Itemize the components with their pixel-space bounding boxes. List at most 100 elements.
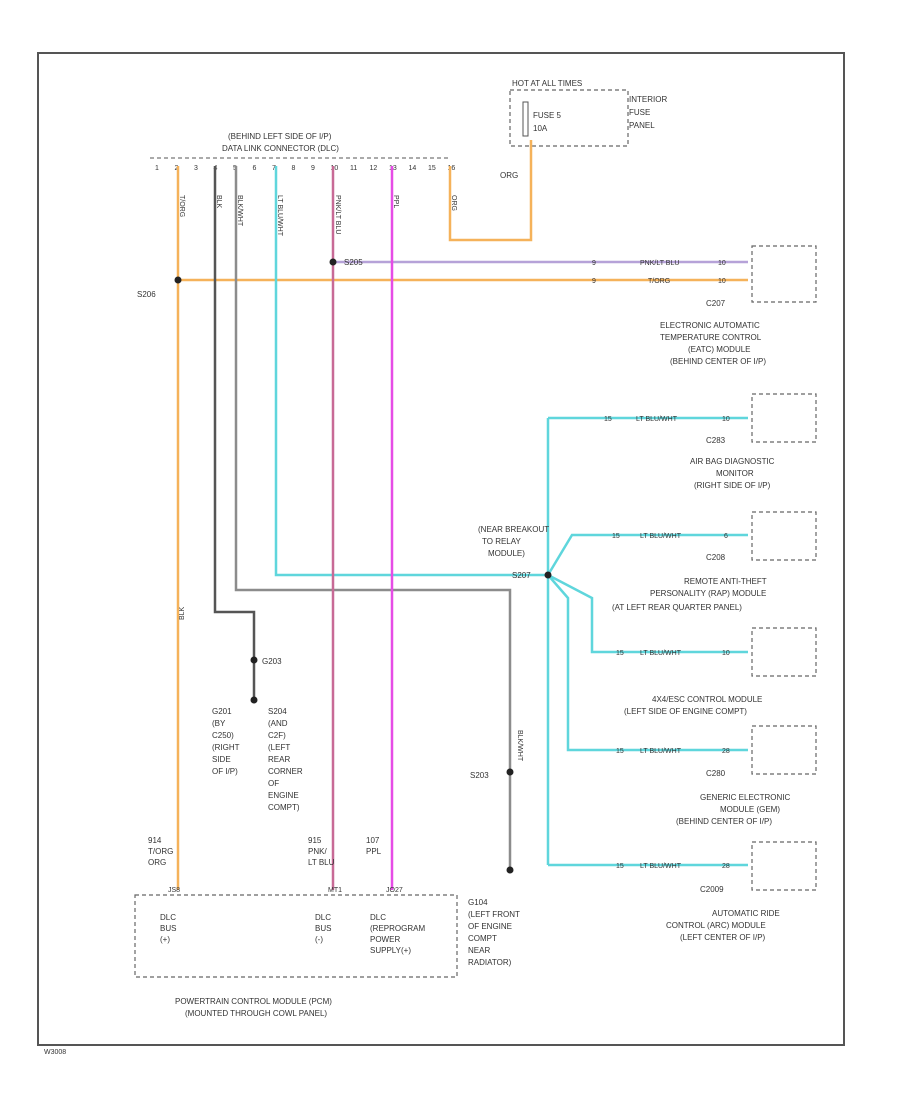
label-s205: S205: [344, 258, 363, 267]
g201-line-5: OF I/P): [212, 767, 238, 776]
fuse-box: HOT AT ALL TIMES FUSE 5 10A INTERIOR FUS…: [500, 79, 667, 180]
wire-gray-ground: [234, 166, 512, 870]
ground-g201-dot: [250, 696, 258, 704]
dlc-pin-16: 16: [448, 165, 456, 172]
ground-g104-dot: [506, 866, 514, 874]
c207-pin-left-2: 9: [592, 278, 596, 285]
s204-line-4: REAR: [268, 755, 290, 764]
b4-mod-3: (BEHIND CENTER OF I/P): [676, 817, 772, 826]
fuse-amp: 10A: [533, 124, 548, 133]
pcm-pin-1-line-2: LT BLU: [308, 858, 335, 867]
c207-wire-pnk: PNK/LT BLU: [640, 260, 679, 267]
b5-mod-3: (LEFT CENTER OF I/P): [680, 933, 766, 942]
label-s206: S206: [137, 290, 156, 299]
rap-module-box: [751, 511, 817, 561]
b3-wire: LT BLU/WHT: [640, 650, 682, 657]
pcm-right-0: DLC: [370, 913, 386, 922]
b1-connector: C283: [706, 436, 726, 445]
splice-g201-dot: [250, 656, 258, 664]
panel-line-1: INTERIOR: [629, 95, 667, 104]
wire-cyan-b2: [546, 533, 748, 576]
b4-mod-2: MODULE (GEM): [720, 805, 780, 814]
pcm-mid-0: DLC: [315, 913, 331, 922]
pcm-right-2: POWER: [370, 935, 400, 944]
b4-pin-l: 15: [616, 748, 624, 755]
dlc-header: (BEHIND LEFT SIDE OF I/P) DATA LINK CONN…: [150, 132, 457, 237]
pcm-pin-0-line-2: ORG: [148, 858, 166, 867]
pcm-left-2: (+): [160, 935, 170, 944]
c207-group: 9 PNK/LT BLU 10 9 T/ORG 10 C207 ELECTRON…: [592, 245, 817, 366]
label-s203: S203: [470, 771, 489, 780]
s204-label-block: S204(ANDC2F)(LEFTREARCORNEROFENGINECOMPT…: [268, 707, 303, 812]
b4-connector: C280: [706, 769, 726, 778]
b5-connector: C2009: [700, 885, 724, 894]
relay-note: (NEAR BREAKOUT TO RELAY MODULE): [478, 525, 549, 558]
splice-s205-dot: [329, 258, 337, 266]
g201-line-2: C250): [212, 731, 234, 740]
wire-black-ground: [213, 166, 256, 700]
pcm-pin-num-1: MT1: [328, 887, 342, 894]
dlc-wire-label: PNK/LT BLU: [334, 195, 341, 234]
s204-line-0: S204: [268, 707, 287, 716]
etc-line-2: TEMPERATURE CONTROL: [660, 333, 762, 342]
dlc-wire-label: T/ORG: [178, 195, 185, 217]
b1-mod-1: AIR BAG DIAGNOSTIC: [690, 457, 775, 466]
dlc-pin-7: 7: [272, 165, 276, 172]
b1-pin-l: 15: [604, 416, 612, 423]
g104-line-2: OF ENGINE: [468, 922, 512, 931]
g104-line-4: NEAR: [468, 946, 490, 955]
gem-module-box: [751, 725, 817, 775]
fuse-label: FUSE 5: [533, 111, 562, 120]
b1-mod-3: (RIGHT SIDE OF I/P): [694, 481, 771, 490]
pcm-right-3: SUPPLY(+): [370, 946, 411, 955]
pcm-mid-2: (-): [315, 935, 323, 944]
wire-label-blk-vert: BLK: [179, 606, 186, 620]
pcm-pin-0-line-1: T/ORG: [148, 847, 173, 856]
s204-line-2: C2F): [268, 731, 286, 740]
pcm-left-0: DLC: [160, 913, 176, 922]
b2-mod-1: REMOTE ANTI-THEFT: [684, 577, 767, 586]
panel-line-2: FUSE: [629, 108, 650, 117]
fuse-icon: [522, 101, 529, 137]
c207-pin-left-1: 9: [592, 260, 596, 267]
b4-mod-1: GENERIC ELECTRONIC: [700, 793, 790, 802]
pcm-pin-2-line-0: 107: [366, 836, 380, 845]
b1-wire: LT BLU/WHT: [636, 416, 678, 423]
fuse-top-label: HOT AT ALL TIMES: [512, 79, 582, 88]
b2-pin-l: 15: [612, 533, 620, 540]
cyan-branch-5: 15 LT BLU/WHT 28 C2009 AUTOMATIC RIDE CO…: [616, 841, 817, 942]
dlc-pin-2: 2: [175, 165, 179, 172]
s204-line-6: OF: [268, 779, 279, 788]
cyan-branch-4: 15 LT BLU/WHT 28 C280 GENERIC ELECTRONIC…: [616, 725, 817, 826]
dlc-title-2: DATA LINK CONNECTOR (DLC): [222, 144, 339, 153]
pcm-pin-0-line-0: 914: [148, 836, 162, 845]
esc-module-box: [751, 627, 817, 677]
dlc-pin-9: 9: [311, 165, 315, 172]
c207-pin-right-1: 10: [718, 260, 726, 267]
dlc-pin-10: 10: [331, 165, 339, 172]
splice-s203-dot: [506, 768, 514, 776]
dlc-wire-label: PPL: [392, 195, 399, 208]
b5-mod-1: AUTOMATIC RIDE: [712, 909, 780, 918]
b3-mod-1: 4X4/ESC CONTROL MODULE: [652, 695, 762, 704]
b1-pin-r: 10: [722, 416, 730, 423]
s204-line-5: CORNER: [268, 767, 303, 776]
dlc-wire-label: BLK: [215, 195, 222, 209]
splice-s206-dot: [174, 276, 182, 284]
wire-label-blkwht-vert: BLK/WHT: [516, 730, 523, 762]
wires: [176, 140, 748, 890]
pcm-caption-1: POWERTRAIN CONTROL MODULE (PCM): [175, 997, 332, 1006]
b3-pin-l: 15: [616, 650, 624, 657]
wire-cyan-b4: [547, 574, 748, 752]
fuse-wire-label: ORG: [500, 171, 518, 180]
pcm-pin-1-line-1: PNK/: [308, 847, 327, 856]
etc-line-1: ELECTRONIC AUTOMATIC: [660, 321, 760, 330]
diagram-frame: [37, 52, 845, 1046]
wire-cyan-main: [274, 166, 548, 577]
